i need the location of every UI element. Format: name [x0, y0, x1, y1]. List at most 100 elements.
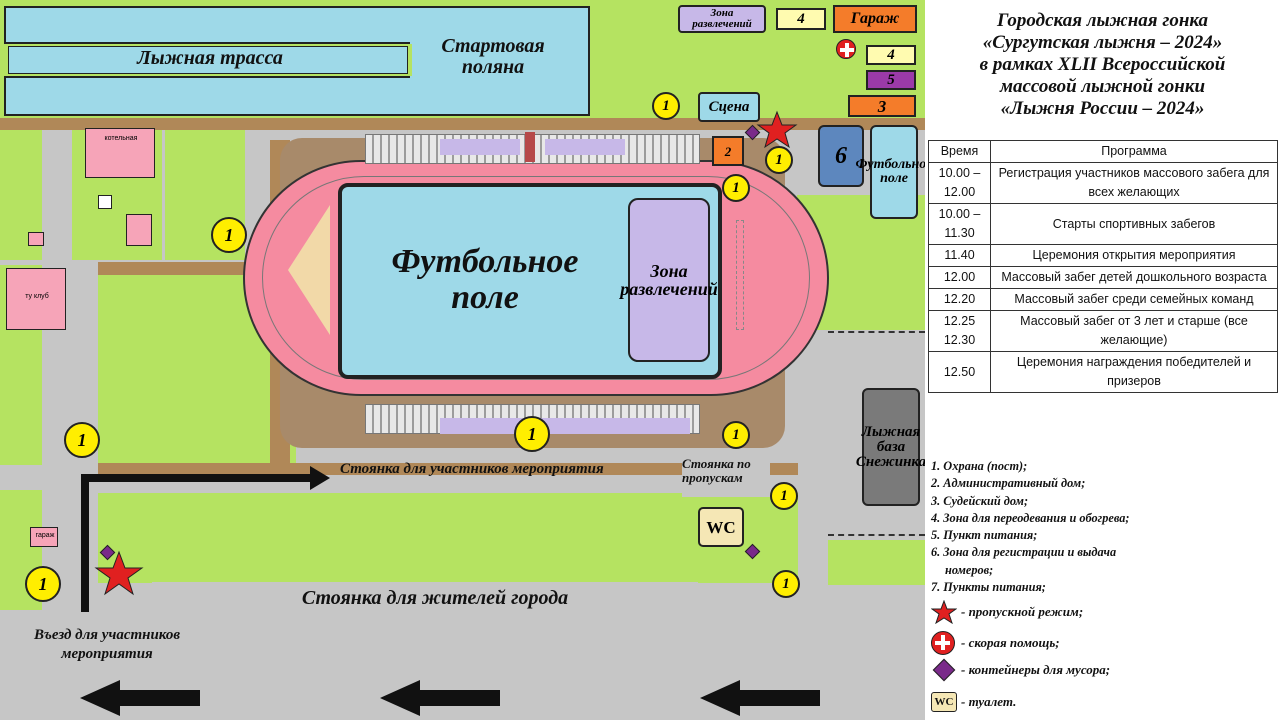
parking-participants-label: Стоянка для участников мероприятия [340, 461, 604, 477]
legend-symbol-wc: WC - туалет. [931, 692, 1016, 712]
start-meadow-label: Стартовая поляна [441, 35, 545, 78]
legend-symbol-text: - пропускной режим; [961, 604, 1084, 619]
traffic-arrows [80, 110, 820, 716]
venue-map: Лыжная трасса Стартовая поляна Футбольно… [0, 0, 925, 720]
parking-residents-label: Стоянка для жителей города [301, 587, 569, 609]
header-time: Время [928, 140, 991, 163]
zone-3: 3 [848, 95, 916, 117]
cell-time: 11.40 [928, 244, 991, 267]
header-program: Программа [990, 140, 1278, 163]
parking-pass-area [682, 452, 770, 497]
legend-symbol-ambulance: - скорая помощь; [931, 631, 1060, 655]
guard-post-4: 1 [211, 217, 247, 253]
cell-program: Старты спортивных забегов [990, 203, 1278, 245]
boiler-house: котельная [85, 128, 155, 178]
small-building-b [126, 214, 152, 246]
guard-post-6: 1 [722, 421, 750, 449]
cell-program: Массовый забег от 3 лет и старше (все же… [990, 310, 1278, 352]
parking-pass-label: Стоянка по пропускам [682, 456, 751, 485]
cell-time: 12.00 [928, 266, 991, 289]
cell-program: Массовый забег среди семейных команд [990, 288, 1278, 311]
ski-track-label: Лыжная трасса [137, 47, 283, 69]
legend-item: 3. Судейский дом; [931, 493, 1029, 508]
small-structure [98, 195, 112, 209]
schedule-header-row: Время Программа [928, 140, 1278, 163]
title-line-4: массовой лыжной гонки [999, 76, 1206, 97]
small-building-c [28, 232, 44, 246]
legend: 1. Охрана (пост); 2. Административный до… [931, 458, 1276, 596]
ambulance-cross-icon [931, 631, 955, 655]
club-building-label: ту клуб [25, 293, 49, 300]
legend-item: 2. Административный дом; [931, 476, 1086, 491]
guard-post-3: 1 [722, 174, 750, 202]
parking-residents-area [152, 582, 698, 620]
ambulance-cross-icon [836, 39, 856, 59]
ski-track-strip [8, 46, 408, 74]
legend-symbol-text: - скорая помощь; [961, 635, 1060, 650]
cell-program: Церемония награждения победителей и приз… [990, 351, 1278, 393]
cell-time: 12.25 12.30 [928, 310, 991, 352]
garage-top: Гараж [833, 5, 917, 33]
legend-symbol-trash: - контейнеры для мусора; [931, 658, 1111, 682]
club-building: ту клуб [6, 268, 66, 330]
football-field-small: Футбольное поле [855, 125, 925, 219]
info-panel: Городская лыжная гонка «Сургутская лыжня… [925, 0, 1280, 720]
title-line-1: Городская лыжная гонка [996, 10, 1209, 31]
cell-program: Церемония открытия мероприятия [990, 244, 1278, 267]
cell-time: 10.00 – 12.00 [928, 162, 991, 204]
road-marking-b [828, 534, 925, 536]
arrow-left-2 [380, 680, 500, 716]
guard-post-8: 1 [772, 570, 800, 598]
long-jump-lane [736, 220, 744, 330]
guard-post-2: 1 [765, 146, 793, 174]
guard-post-10: 1 [25, 566, 61, 602]
star-icon [756, 110, 798, 149]
zone-6: 6 [818, 125, 864, 187]
stand-top-purple-a [440, 139, 520, 155]
road-marking-a [828, 331, 925, 333]
entertainment-zone-top: Зона развлечений [678, 5, 766, 33]
legend-item: 6. Зона для регистрации и выдача [931, 545, 1117, 560]
arrow-left-3 [700, 680, 820, 716]
arrow-left-1 [80, 680, 200, 716]
zone-5: 5 [866, 70, 916, 90]
guard-post-5: 1 [514, 416, 550, 452]
guard-post-1: 1 [652, 92, 680, 120]
entertainment-zone-field: Зона развлечений [620, 198, 718, 362]
stage: Сцена [698, 92, 760, 122]
cell-time: 10.00 – 11.30 [928, 203, 991, 245]
cell-program: Регистрация участников массового забега … [990, 162, 1278, 204]
stand-bottom-purple [440, 418, 690, 434]
legend-item: 4. Зона для переодевания и обогрева; [931, 510, 1130, 525]
legend-symbol-text: - контейнеры для мусора; [961, 662, 1111, 677]
legend-symbol-pass: - пропускной режим; [931, 600, 1083, 624]
star-icon [94, 550, 144, 596]
wc-icon: WC [698, 507, 744, 547]
small-garage-label: гараж [35, 532, 55, 539]
ski-base: Лыжная база Снежинка [856, 388, 925, 506]
zone-4-top: 4 [776, 8, 826, 30]
stand-top-purple-b [545, 139, 625, 155]
title-line-5: «Лыжня России – 2024» [1000, 98, 1205, 119]
zone-4: 4 [866, 45, 916, 65]
football-field-label: Футбольное поле [391, 243, 579, 316]
wc-icon: WC [931, 692, 957, 712]
small-garage: гараж [30, 527, 58, 547]
stand-top-divider [525, 132, 535, 162]
guard-post-7: 1 [770, 482, 798, 510]
title-line-3: в рамках XLII Всероссийской [979, 54, 1226, 75]
track-lane [262, 176, 810, 380]
star-icon [931, 600, 957, 624]
guard-post-9: 1 [64, 422, 100, 458]
title-line-2: «Сургутская лыжня – 2024» [982, 32, 1223, 53]
entry-label: Въезд для участников мероприятия [33, 627, 181, 662]
cell-time: 12.20 [928, 288, 991, 311]
path-top [0, 118, 925, 130]
